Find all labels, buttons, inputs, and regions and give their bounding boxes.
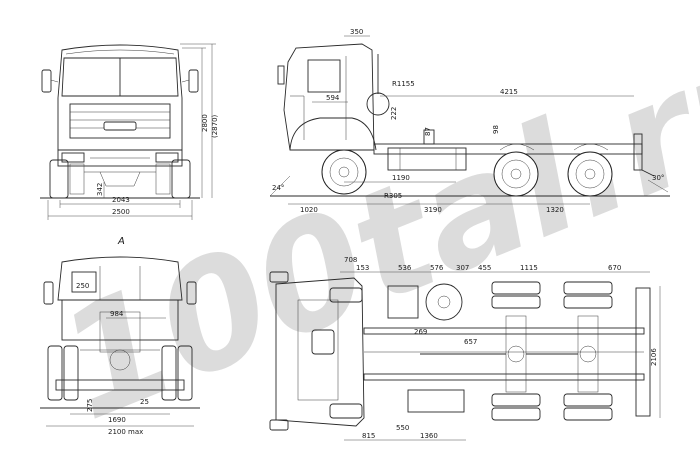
top-d-536: 536 — [398, 264, 412, 272]
side-d-87: 87 — [424, 127, 432, 136]
rear-d-250: 250 — [76, 282, 89, 290]
side-d-98: 98 — [492, 125, 500, 134]
side-d-1320: 1320 — [546, 206, 564, 214]
view-label: A — [117, 236, 125, 247]
top-d-455: 455 — [478, 264, 491, 272]
top-view: 708 153 536 576 307 455 1115 670 269 657… — [269, 256, 661, 441]
top-d-307: 307 — [456, 264, 469, 272]
side-r-305: R305 — [384, 192, 402, 200]
front-height-1: 2800 — [201, 114, 209, 132]
watermark: 100tal.ru — [37, 3, 700, 455]
top-d-2106: 2106 — [650, 348, 658, 366]
top-d-708: 708 — [344, 256, 357, 264]
top-d-576: 576 — [430, 264, 444, 272]
top-d-1360: 1360 — [420, 432, 438, 440]
rear-d-275: 275 — [86, 399, 94, 412]
top-d-269: 269 — [414, 328, 427, 336]
side-d-1190: 1190 — [392, 174, 410, 182]
side-r-1155: R1155 — [392, 80, 415, 88]
top-d-657: 657 — [464, 338, 477, 346]
top-d-815: 815 — [362, 432, 375, 440]
side-d-1020: 1020 — [300, 206, 318, 214]
rear-d-1690: 1690 — [108, 416, 126, 424]
top-d-550: 550 — [396, 424, 409, 432]
side-d-222: 222 — [390, 107, 398, 120]
front-height-2: (2870) — [211, 114, 219, 138]
rear-d-25: 25 — [140, 398, 149, 406]
front-width-1: 2043 — [112, 196, 130, 204]
top-d-1115: 1115 — [520, 264, 538, 272]
side-d-24: 24° — [272, 184, 284, 192]
front-width-2: 2500 — [112, 208, 130, 216]
front-view: 2043 2500 342 2800 (2870) — [40, 43, 219, 220]
side-d-30: 30° — [652, 174, 664, 182]
side-d-4215: 4215 — [500, 88, 518, 96]
side-d-3190: 3190 — [424, 206, 442, 214]
top-d-153: 153 — [356, 264, 369, 272]
front-clearance: 342 — [96, 183, 104, 196]
watermark-text: 100tal.ru — [37, 3, 700, 455]
rear-view: 250 984 275 25 1690 2100 max — [40, 256, 200, 436]
side-d-350: 350 — [350, 28, 363, 36]
side-d-594: 594 — [326, 94, 340, 102]
rear-d-2100: 2100 max — [108, 428, 143, 436]
side-view: 350 594 222 4215 R1155 87 98 1190 1020 3… — [269, 28, 670, 214]
rear-d-984: 984 — [110, 310, 124, 318]
top-d-670: 670 — [608, 264, 621, 272]
